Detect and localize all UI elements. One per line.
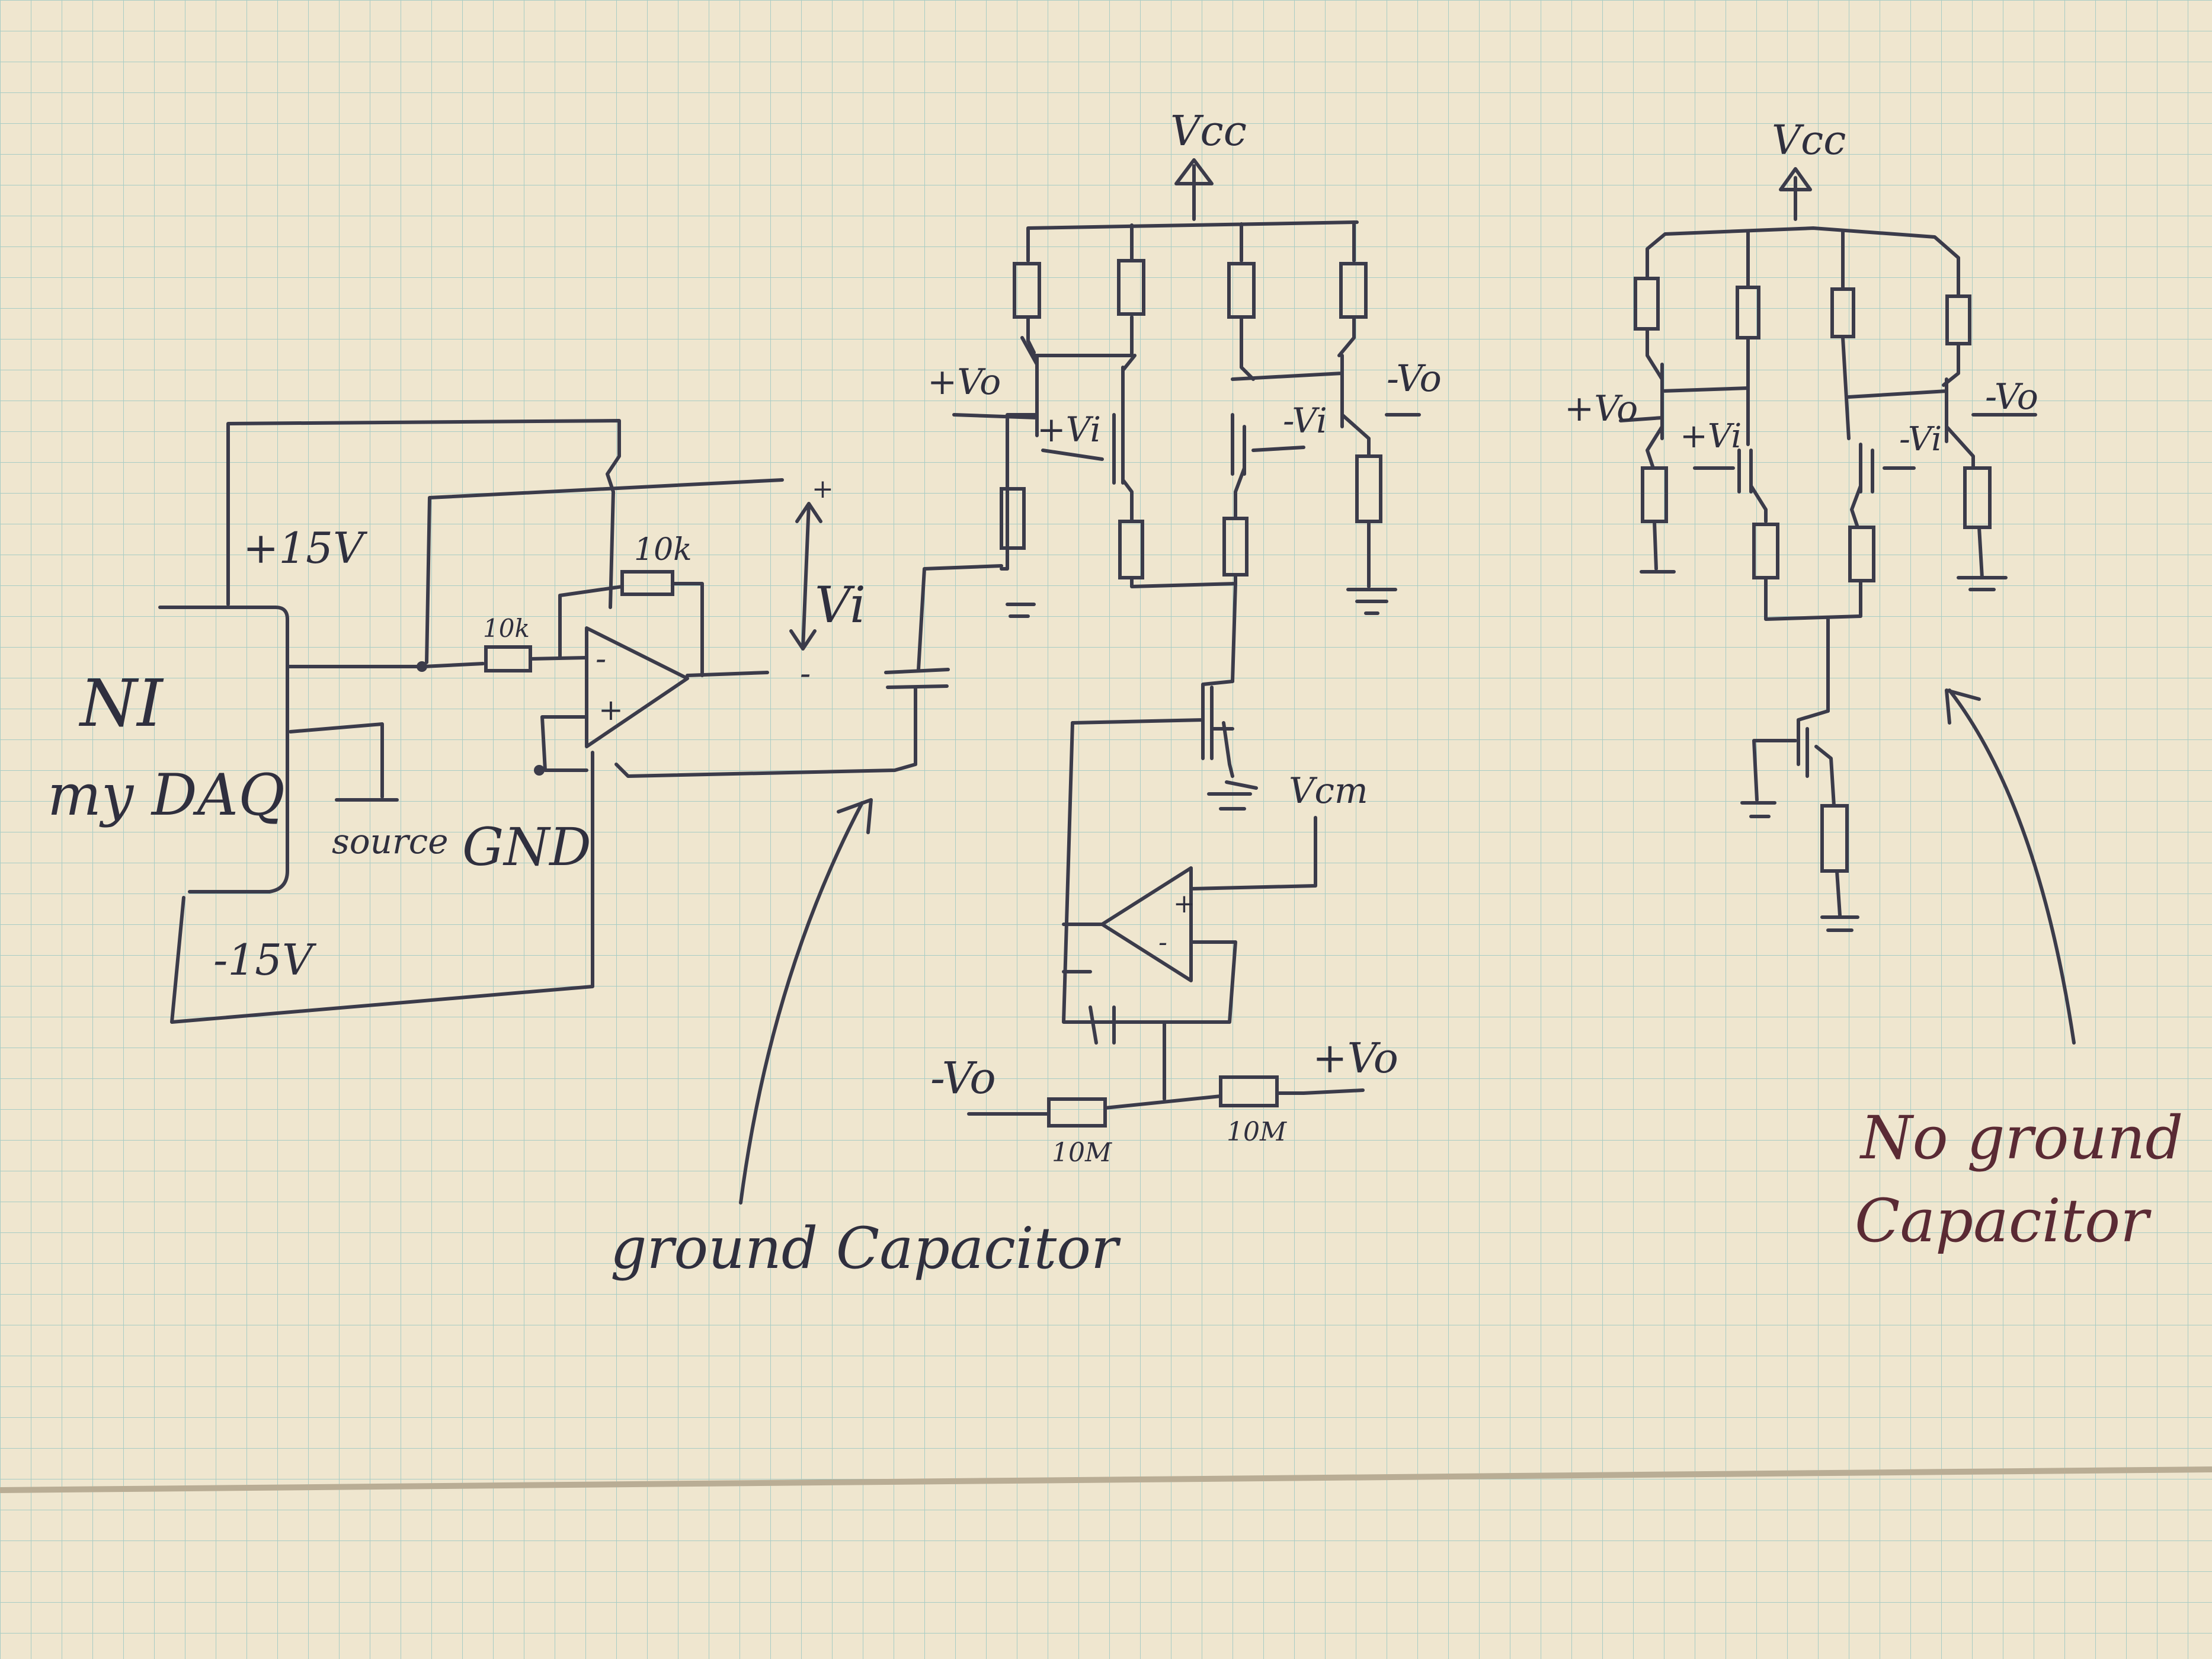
daq-section: NI my DAQ +15V -15V source GND 10k 10k -… bbox=[47, 419, 917, 1024]
page-fold bbox=[0, 1466, 2212, 1493]
vi-plus: + bbox=[812, 474, 834, 504]
right-bjt bbox=[1231, 315, 1421, 458]
daq-label-line1: NI bbox=[78, 665, 164, 741]
note-no-ground-line1: No ground bbox=[1859, 1103, 2183, 1173]
daq-label-line2: my DAQ bbox=[47, 762, 285, 828]
arrow-ground-cap bbox=[739, 798, 873, 1205]
pos-supply-label: +15V bbox=[243, 523, 368, 573]
resistor-10m-right bbox=[1219, 1075, 1279, 1107]
note-no-ground-line2: Capacitor bbox=[1855, 1186, 2152, 1256]
daq-box bbox=[158, 606, 289, 893]
vcm-wire bbox=[1189, 816, 1317, 891]
opamp-minus: - bbox=[596, 640, 606, 677]
feedback-loop bbox=[558, 582, 704, 677]
ground-capacitor bbox=[884, 564, 1003, 689]
vcc-rail-2 bbox=[1646, 226, 1960, 298]
tail-mosfet-1 bbox=[1071, 680, 1258, 790]
vi-arrow bbox=[789, 502, 822, 651]
vi-label: Vi bbox=[815, 576, 866, 634]
left-mosfet bbox=[1041, 354, 1137, 523]
ground-right-1 bbox=[1346, 520, 1397, 615]
vcm-label: Vcm bbox=[1289, 770, 1368, 812]
opamp-plus-wire bbox=[540, 715, 588, 772]
cm-feedback bbox=[1062, 721, 1237, 1024]
resistor-r2-tail bbox=[1820, 804, 1849, 873]
opamp-triangle bbox=[585, 626, 689, 748]
cm-opamp-minus: - bbox=[1158, 927, 1167, 957]
vcc-arrow-2 bbox=[1779, 167, 1812, 221]
vi-minus: - bbox=[800, 655, 811, 692]
sense-wire bbox=[425, 478, 784, 664]
tail-node-2 bbox=[1764, 576, 1862, 713]
bottom-plus-vo: +Vo bbox=[1313, 1034, 1398, 1082]
plus-vi-label-2: +Vi bbox=[1680, 417, 1742, 456]
left-mosfet-2 bbox=[1693, 336, 1768, 523]
output-to-capacitor bbox=[614, 686, 917, 778]
vcc-arrow-1 bbox=[1174, 158, 1214, 221]
node-dot-gnd bbox=[534, 765, 545, 776]
node-dot bbox=[417, 661, 427, 672]
plus-vo-label-2: +Vo bbox=[1564, 388, 1638, 430]
bottom-minus-vo: -Vo bbox=[930, 1053, 996, 1104]
ground-tail-2b bbox=[1820, 869, 1859, 932]
arrow-no-ground-cap bbox=[1945, 688, 2076, 1045]
cm-cap bbox=[1089, 1005, 1116, 1045]
ground-right-2 bbox=[1957, 526, 2008, 591]
ground-tail-2 bbox=[1740, 801, 1776, 818]
right-bjt-2 bbox=[1847, 342, 2037, 470]
vcc-label-1: Vcc bbox=[1170, 107, 1247, 155]
neg-supply-label: -15V bbox=[213, 935, 317, 985]
plus-vo-label-1: +Vo bbox=[927, 361, 1001, 403]
circuit-two: Vcc +Vo +Vi -Vi -Vo bbox=[1564, 117, 2038, 932]
circuit-one: Vcc +Vo +Vi -Vi -Vo Vcm + - -Vo +Vo 10M … bbox=[927, 107, 1442, 1168]
tail-mosfet-2 bbox=[1752, 709, 1836, 808]
cm-opamp-plus: + bbox=[1173, 889, 1195, 919]
divider-wire bbox=[967, 1020, 1365, 1116]
right-mosfet bbox=[1231, 315, 1305, 520]
vcc-rail-1 bbox=[1026, 220, 1359, 262]
ground-tail-1 bbox=[1207, 792, 1252, 811]
tail-node-1 bbox=[1130, 573, 1237, 683]
resistor-c2 bbox=[1117, 259, 1145, 316]
cm-opamp bbox=[1100, 866, 1193, 982]
neg-supply-wire bbox=[170, 751, 594, 1024]
minus-vi-label-1: -Vi bbox=[1283, 401, 1327, 441]
minus-vi-label-2: -Vi bbox=[1899, 420, 1942, 459]
resistor-10m-left-label: 10M bbox=[1052, 1138, 1112, 1168]
minus-vo-label-1: -Vo bbox=[1387, 357, 1442, 400]
input-resistor-label: 10k bbox=[483, 614, 530, 643]
opamp-output bbox=[686, 671, 769, 677]
ground-left-1 bbox=[1006, 603, 1036, 618]
source-label: source bbox=[332, 821, 449, 861]
opamp-plus: + bbox=[598, 693, 623, 727]
gnd-label: GND bbox=[462, 816, 591, 877]
note-ground-capacitor: ground Capacitor bbox=[610, 1215, 1121, 1282]
resistor-10m-left bbox=[1047, 1097, 1107, 1128]
vcc-label-2: Vcc bbox=[1772, 117, 1846, 164]
minus-vo-label-2: -Vo bbox=[1985, 376, 2038, 418]
resistor-e1 bbox=[1000, 487, 1026, 550]
ground-left-2 bbox=[1640, 520, 1676, 574]
source-wire bbox=[289, 722, 384, 799]
feedback-resistor-label: 10k bbox=[634, 532, 692, 568]
pos-supply-wire bbox=[226, 419, 621, 609]
resistor-10m-right-label: 10M bbox=[1227, 1117, 1287, 1147]
plus-vi-label-1: +Vi bbox=[1037, 409, 1101, 450]
right-mosfet-2 bbox=[1841, 336, 1916, 529]
left-bjt bbox=[952, 315, 1134, 571]
